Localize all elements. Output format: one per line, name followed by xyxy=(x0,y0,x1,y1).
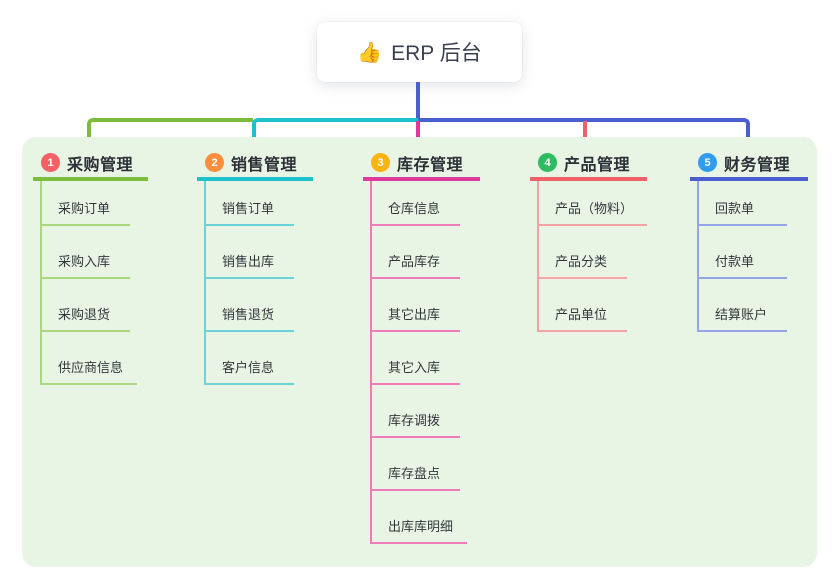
node-item[interactable]: 出库库明细 xyxy=(372,491,468,544)
root-node-label: ERP 后台 xyxy=(391,42,482,65)
node-item[interactable]: 付款单 xyxy=(699,226,787,279)
branch-sales-header[interactable]: 2 销售管理 xyxy=(197,148,313,181)
branch-title: 产品管理 xyxy=(564,156,631,174)
node-item[interactable]: 采购订单 xyxy=(42,181,130,226)
node-item[interactable]: 其它出库 xyxy=(372,279,460,332)
node-item[interactable]: 其它入库 xyxy=(372,332,460,385)
branch-number-badge: 1 xyxy=(41,153,60,172)
node-item[interactable]: 采购退货 xyxy=(42,279,130,332)
branch-number-badge: 4 xyxy=(538,153,557,172)
branch-finance-header[interactable]: 5 财务管理 xyxy=(690,148,808,181)
branch-purchasing-header[interactable]: 1 采购管理 xyxy=(33,148,148,181)
branch-number-badge: 5 xyxy=(698,153,717,172)
connector-branch-sales xyxy=(252,118,418,148)
node-item[interactable]: 产品库存 xyxy=(372,226,460,279)
branch-inventory-header[interactable]: 3 库存管理 xyxy=(363,148,480,181)
node-item[interactable]: 销售退货 xyxy=(206,279,294,332)
branches-panel xyxy=(22,137,817,567)
node-item[interactable]: 产品（物料） xyxy=(539,181,648,226)
branch-product-header[interactable]: 4 产品管理 xyxy=(530,148,647,181)
branch-product-children: 产品（物料） 产品分类 产品单位 xyxy=(537,181,648,332)
branch-number-badge: 2 xyxy=(205,153,224,172)
branch-finance-children: 回款单 付款单 结算账户 xyxy=(697,181,787,332)
node-item[interactable]: 销售出库 xyxy=(206,226,294,279)
node-item[interactable]: 库存盘点 xyxy=(372,438,460,491)
node-item[interactable]: 产品分类 xyxy=(539,226,627,279)
node-item[interactable]: 结算账户 xyxy=(699,279,787,332)
thumbs-up-icon: 👍 xyxy=(357,41,383,64)
branch-sales-children: 销售订单 销售出库 销售退货 客户信息 xyxy=(204,181,294,385)
node-item[interactable]: 回款单 xyxy=(699,181,787,226)
node-item[interactable]: 客户信息 xyxy=(206,332,294,385)
branch-purchasing-children: 采购订单 采购入库 采购退货 供应商信息 xyxy=(40,181,138,385)
node-item[interactable]: 供应商信息 xyxy=(42,332,138,385)
connector-branch-purchasing xyxy=(87,118,253,148)
connector-root-drop xyxy=(416,82,420,119)
connector-branch-product xyxy=(583,121,587,148)
branch-title: 采购管理 xyxy=(67,156,134,174)
node-item[interactable]: 采购入库 xyxy=(42,226,130,279)
branch-title: 财务管理 xyxy=(724,156,791,174)
branch-title: 库存管理 xyxy=(397,156,464,174)
branch-inventory-children: 仓库信息 产品库存 其它出库 其它入库 库存调拨 库存盘点 出库库明细 xyxy=(370,181,468,544)
node-item[interactable]: 产品单位 xyxy=(539,279,627,332)
node-item[interactable]: 库存调拨 xyxy=(372,385,460,438)
branch-title: 销售管理 xyxy=(231,156,298,174)
root-node[interactable]: 👍 ERP 后台 xyxy=(317,22,522,82)
connector-branch-finance xyxy=(418,118,750,148)
node-item[interactable]: 销售订单 xyxy=(206,181,294,226)
node-item[interactable]: 仓库信息 xyxy=(372,181,460,226)
connector-branch-inventory xyxy=(416,121,420,148)
branch-number-badge: 3 xyxy=(371,153,390,172)
